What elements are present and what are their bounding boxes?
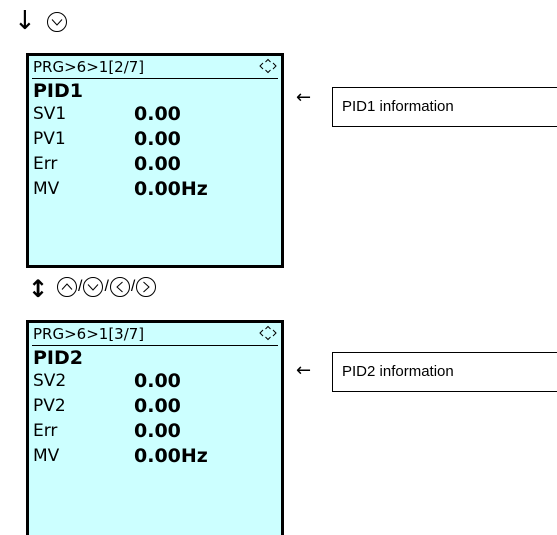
- down-circle-icon: [82, 276, 104, 298]
- param-value: 0.00: [134, 153, 181, 175]
- up-down-arrow-indicator: ↕: [28, 275, 49, 303]
- navigation-buttons: / / /: [56, 276, 157, 298]
- callout-pid1-info: PID1 information: [332, 87, 557, 127]
- lcd-screen-pid1: PRG>6>1[2/7] PID1 SV1 0.00 PV1 0.00 Err …: [26, 53, 284, 268]
- down-arrow-indicator: ↓: [14, 6, 36, 36]
- param-row: PV2 0.00: [33, 394, 273, 419]
- param-row: SV2 0.00: [33, 369, 273, 394]
- nav-arrows-icon: [258, 325, 278, 341]
- separator: /: [104, 278, 109, 295]
- callout-arrow: ←: [296, 360, 312, 381]
- callout-arrow: ←: [296, 87, 312, 108]
- param-label: MV: [33, 446, 60, 466]
- param-row: Err 0.00: [33, 419, 273, 444]
- left-circle-icon: [109, 276, 131, 298]
- param-label: SV1: [33, 104, 67, 124]
- separator: /: [130, 278, 136, 295]
- callout-pid2-info: PID2 information: [332, 352, 557, 392]
- param-value: 0.00: [134, 395, 181, 417]
- param-label: PV1: [33, 129, 66, 149]
- up-circle-icon: [56, 276, 78, 298]
- param-label: Err: [33, 421, 58, 441]
- param-label: PV2: [33, 396, 66, 416]
- separator: /: [78, 278, 83, 295]
- lcd-screen-pid2: PRG>6>1[3/7] PID2 SV2 0.00 PV2 0.00 Err …: [26, 320, 284, 535]
- down-circle-icon: [46, 11, 68, 33]
- param-row: Err 0.00: [33, 152, 273, 177]
- param-value: 0.00: [134, 103, 181, 125]
- param-row: MV 0.00Hz: [33, 444, 273, 469]
- param-value: 0.00: [134, 128, 181, 150]
- param-label: SV2: [33, 371, 67, 391]
- param-value: 0.00Hz: [134, 445, 208, 467]
- lcd-header: PRG>6>1[3/7]: [32, 323, 278, 346]
- menu-path: PRG>6>1[2/7]: [33, 58, 145, 76]
- screen-title: PID1: [33, 80, 83, 102]
- menu-path: PRG>6>1[3/7]: [33, 325, 145, 343]
- param-row: PV1 0.00: [33, 127, 273, 152]
- param-value: 0.00: [134, 420, 181, 442]
- screen-title: PID2: [33, 347, 83, 369]
- right-circle-icon: [135, 276, 157, 298]
- param-value: 0.00: [134, 370, 181, 392]
- param-row: SV1 0.00: [33, 102, 273, 127]
- lcd-header: PRG>6>1[2/7]: [32, 56, 278, 79]
- param-label: MV: [33, 179, 60, 199]
- param-row: MV 0.00Hz: [33, 177, 273, 202]
- nav-arrows-icon: [258, 58, 278, 74]
- param-label: Err: [33, 154, 58, 174]
- param-value: 0.00Hz: [134, 178, 208, 200]
